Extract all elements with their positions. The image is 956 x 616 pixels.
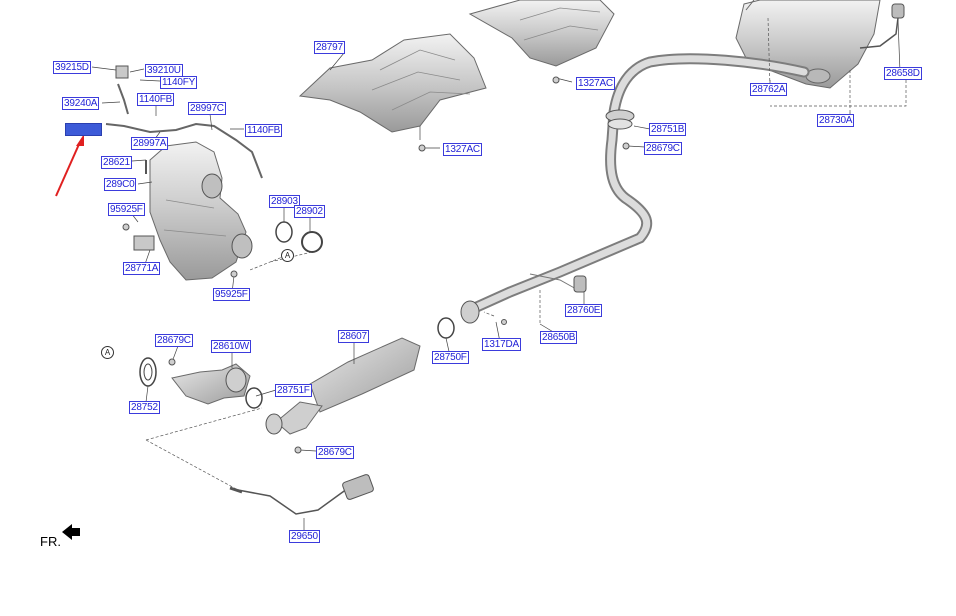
callout-a-lower: A: [101, 346, 114, 359]
front-direction-label: FR.: [40, 534, 61, 549]
part-label-28762A[interactable]: 28762A: [750, 83, 788, 96]
part-label-28997C[interactable]: 28997C: [188, 102, 226, 115]
part-label-28679C-upper[interactable]: 28679C: [644, 142, 682, 155]
gasket-center: [437, 317, 455, 339]
part-label-28607[interactable]: 28607: [338, 330, 369, 343]
rubber-hanger-center: [573, 275, 587, 293]
gasket-28903: [275, 221, 293, 243]
part-label-28750F[interactable]: 28750F: [432, 351, 469, 364]
part-label-1140FB-lower[interactable]: 1140FB: [245, 124, 283, 137]
part-label-28797[interactable]: 28797: [314, 41, 345, 54]
part-label-95925F-upper[interactable]: 95925F: [108, 203, 145, 216]
sensor-tubes: [105, 65, 263, 179]
part-label-28679C-middle[interactable]: 28679C: [155, 334, 193, 347]
part-label-28658D[interactable]: 28658D: [884, 67, 922, 80]
oxygen-sensor: [229, 474, 374, 515]
part-label-28610W[interactable]: 28610W: [211, 340, 252, 353]
heat-shield-front: [298, 33, 487, 133]
part-label-28902[interactable]: 28902: [294, 205, 325, 218]
center-pipe: [460, 53, 810, 324]
part-label-29650[interactable]: 29650: [289, 530, 320, 543]
part-label-28730A[interactable]: 28730A: [817, 114, 855, 127]
part-label-95925F-lower[interactable]: 95925F: [213, 288, 250, 301]
part-label-289C0[interactable]: 289C0: [104, 178, 137, 191]
part-label-39240B-highlighted[interactable]: 39240B: [65, 123, 103, 136]
part-label-28751F[interactable]: 28751F: [275, 384, 312, 397]
part-label-28650B[interactable]: 28650B: [540, 331, 578, 344]
fasteners: [122, 76, 630, 454]
part-label-1140FB-upper[interactable]: 1140FB: [137, 93, 175, 106]
heat-shield-rear: [468, 0, 615, 67]
part-label-39240A[interactable]: 39240A: [62, 97, 100, 110]
part-label-1140FY[interactable]: 1140FY: [160, 76, 198, 89]
part-label-1317DA[interactable]: 1317DA: [482, 338, 521, 351]
part-label-28679C-lower[interactable]: 28679C: [316, 446, 354, 459]
front-direction-arrow: [62, 524, 80, 540]
part-label-39215D[interactable]: 39215D: [53, 61, 91, 74]
red-pointer-arrow: [55, 134, 84, 197]
part-label-28771A[interactable]: 28771A: [123, 262, 161, 275]
reference-lines: [145, 17, 907, 491]
part-label-1327AC-upper[interactable]: 1327AC: [576, 77, 615, 90]
part-label-28752[interactable]: 28752: [129, 401, 160, 414]
part-label-28997A[interactable]: 28997A: [131, 137, 169, 150]
catalytic-converter-assembly: [133, 141, 253, 281]
center-muffler: [265, 337, 421, 435]
part-label-28760E[interactable]: 28760E: [565, 304, 603, 317]
part-label-28621[interactable]: 28621: [101, 156, 132, 169]
part-label-1327AC-lower[interactable]: 1327AC: [443, 143, 482, 156]
callout-a-upper: A: [281, 249, 294, 262]
gasket-front: [139, 357, 157, 387]
gasket-28751F: [245, 387, 263, 409]
rubber-hanger-rear: [859, 3, 905, 49]
part-label-28751B[interactable]: 28751B: [649, 123, 687, 136]
clamp: [301, 231, 323, 253]
front-pipe: [171, 363, 251, 405]
part-label-28903[interactable]: 28903: [269, 195, 300, 208]
